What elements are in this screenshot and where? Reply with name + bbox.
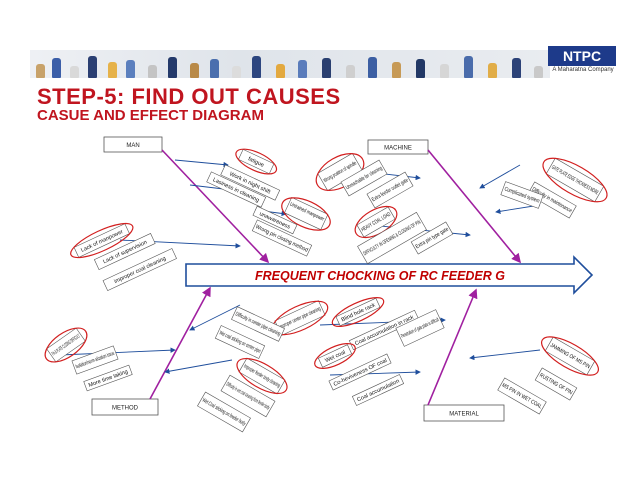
category-man: MAN xyxy=(103,136,163,153)
effect-spine: FREQUENT CHOCKING OF RC FEEDER G xyxy=(185,255,594,295)
man-bone xyxy=(161,149,270,264)
category-machine-label: MACHINE xyxy=(384,146,412,152)
category-method: METHOD xyxy=(91,398,159,416)
header-banner: NTPC A Maharatna Company xyxy=(0,0,638,86)
machine-bone xyxy=(427,149,522,264)
category-man-label: MAN xyxy=(126,143,139,149)
banner-product-photo xyxy=(30,50,550,78)
effect-label: FREQUENT CHOCKING OF RC FEEDER G xyxy=(255,269,505,283)
cause-improper-coal-cleaning: improper coal cleaning xyxy=(113,256,167,285)
method-bone xyxy=(149,286,211,400)
machine-causes: Wrong position of spindle Unreachable fo… xyxy=(315,152,608,265)
page-title: STEP-5: FIND OUT CAUSES xyxy=(37,84,341,109)
material-bone xyxy=(427,288,478,406)
material-causes: Blind hole rack Coal accumulation in rac… xyxy=(314,297,599,415)
cause-coal-accumulation: Coal accumulation xyxy=(356,378,400,403)
logo-text: NTPC xyxy=(548,46,616,66)
logo-subtext: A Maharatna Company xyxy=(552,67,614,73)
category-material: MATERIAL xyxy=(423,404,505,422)
method-causes: improper center pipe cleaning Difficulty… xyxy=(44,300,329,433)
category-material-label: MATERIAL xyxy=(449,412,479,418)
category-machine: MACHINE xyxy=(367,139,429,155)
ntpc-logo: NTPC A Maharatna Company xyxy=(548,46,616,76)
page-subtitle: CASUE AND EFFECT DIAGRAM xyxy=(37,107,264,124)
category-method-label: METHOD xyxy=(112,406,139,412)
